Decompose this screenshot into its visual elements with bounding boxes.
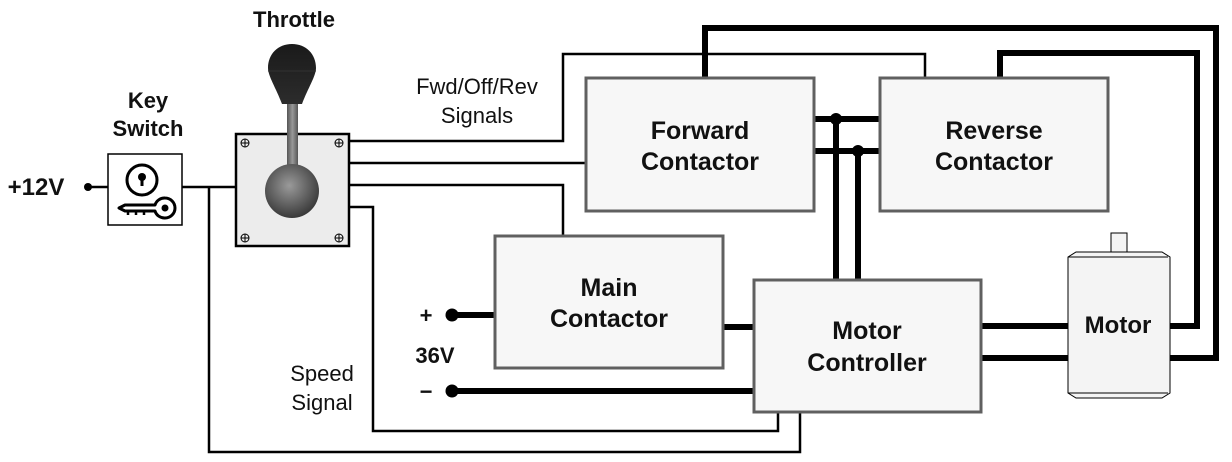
battery-minus-label: − (420, 379, 433, 404)
supply-12v-label: +12V (8, 174, 65, 201)
signal-wires (88, 52, 927, 454)
block-label: Forward (651, 117, 750, 145)
terminal-12v (84, 183, 92, 191)
key-switch (107, 153, 183, 226)
throttle (234, 44, 351, 248)
junction-dot (852, 145, 864, 157)
block-label: Motor (832, 317, 902, 345)
speed-signal-label: Speed (290, 361, 354, 386)
joystick-lever-icon (265, 44, 319, 218)
wire-speed-signal (349, 205, 780, 433)
block-label: Reverse (945, 117, 1042, 145)
block-label: Main (581, 274, 638, 302)
battery-voltage-label: 36V (415, 343, 454, 368)
motor-label: Motor (1085, 312, 1152, 339)
screw-icon (334, 233, 344, 243)
wire-forward-motor (702, 25, 1219, 361)
block-label: Contactor (935, 148, 1053, 176)
forward-contactor: Forward Contactor (584, 76, 816, 213)
wire-throttle-main (349, 183, 565, 236)
block-label: Controller (807, 349, 927, 377)
reverse-contactor: Reverse Contactor (878, 76, 1110, 213)
wire-throttle-reverse (349, 52, 927, 143)
motor-controller: Motor Controller (752, 278, 983, 414)
battery-plus-label: + (420, 303, 433, 328)
wire-reverse-motor (997, 50, 1200, 329)
block-label: Contactor (550, 305, 668, 333)
main-contactor: Main Contactor (493, 234, 725, 370)
screw-icon (240, 138, 250, 148)
screw-icon (334, 138, 344, 148)
key-switch-label: Key (128, 88, 169, 113)
key-lock-icon (117, 163, 177, 220)
screw-icon (240, 233, 250, 243)
motor: Motor (1067, 232, 1171, 399)
motor-icon (1067, 232, 1171, 399)
terminal-battery-minus (445, 384, 459, 398)
block-label: Contactor (641, 148, 759, 176)
fwd-signals-label: Signals (441, 103, 513, 128)
throttle-label: Throttle (253, 7, 335, 32)
wire-keyswitch-controller (207, 187, 802, 454)
junction-dot (830, 113, 842, 125)
terminal-battery-plus (445, 308, 459, 322)
power-wires (452, 25, 1219, 394)
key-switch-label: Switch (113, 116, 184, 141)
speed-signal-label: Signal (291, 390, 352, 415)
fwd-signals-label: Fwd/Off/Rev (416, 74, 538, 99)
